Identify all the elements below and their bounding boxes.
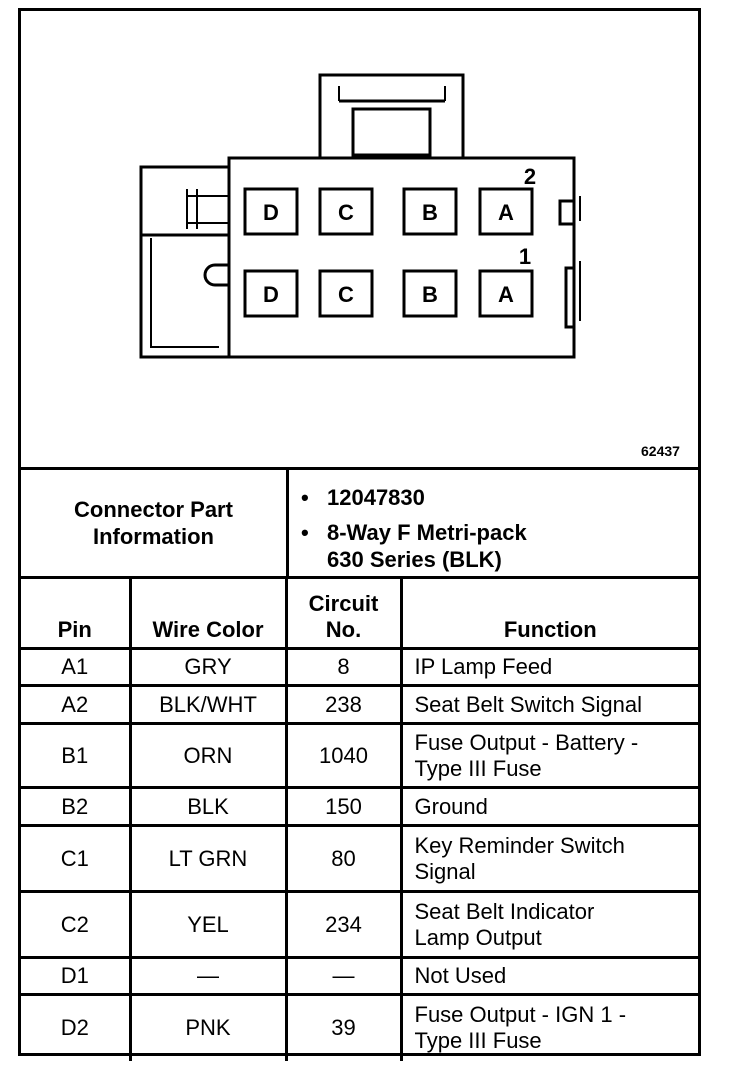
row-number-label: 1 — [519, 244, 531, 269]
connector-diagram: D C B A D C B A 2 1 62437 — [21, 11, 698, 467]
header-circuit-line: No. — [325, 617, 362, 642]
connector-description: 8-Way F Metri-pack — [301, 519, 698, 546]
connector-info-row: Connector Part Information 12047830 8-Wa… — [21, 467, 698, 579]
pin-cell: C2 — [21, 890, 132, 959]
circuit-cell: 80 — [284, 824, 403, 893]
function-line: Ground — [414, 793, 488, 819]
cavity-1c — [318, 269, 374, 318]
cavity-label: A — [498, 200, 514, 225]
wire-color-cell: BLK/WHT — [128, 684, 288, 725]
table-row: B1 ORN 1040 Fuse Output - Battery -Type … — [21, 722, 698, 789]
pin-cell: A1 — [21, 647, 132, 687]
connector-info-label-line: Information — [92, 524, 214, 549]
table-row: B2 BLK 150 Ground — [21, 786, 698, 827]
function-cell: IP Lamp Feed — [399, 647, 698, 687]
circuit-cell: 1040 — [284, 722, 403, 789]
connector-description-cont: 630 Series (BLK) — [327, 547, 502, 572]
header-pin: Pin — [21, 577, 132, 650]
pin-cell: C1 — [21, 824, 132, 893]
wire-color-cell: BLK — [128, 786, 288, 827]
function-line: Type III Fuse — [414, 1028, 542, 1054]
function-line: Lamp Output — [414, 924, 542, 950]
function-line: Fuse Output - IGN 1 - — [414, 1002, 627, 1028]
circuit-cell: 150 — [284, 786, 403, 827]
function-cell: Not Used — [399, 956, 698, 996]
pin-cell: D1 — [21, 956, 132, 996]
function-line: Key Reminder Switch — [414, 832, 625, 858]
function-cell: Fuse Output - Battery -Type III Fuse — [399, 722, 698, 789]
wire-color-cell: YEL — [128, 890, 288, 959]
cavity-label: A — [498, 282, 514, 307]
cavity-label: C — [338, 200, 354, 225]
cavity-2d — [243, 187, 299, 236]
connector-info-details: 12047830 8-Way F Metri-pack 630 Series (… — [289, 470, 698, 576]
function-line: Type III Fuse — [414, 755, 542, 781]
header-function: Function — [399, 577, 698, 650]
cavity-1b — [402, 269, 458, 318]
cavity-1d — [243, 269, 299, 318]
table-row: A2 BLK/WHT 238 Seat Belt Switch Signal — [21, 684, 698, 725]
pin-cell: B1 — [21, 722, 132, 789]
connector-info-label-line: Connector Part — [74, 497, 233, 522]
part-number: 12047830 — [301, 484, 698, 511]
circuit-cell: — — [284, 956, 403, 996]
circuit-cell: 8 — [284, 647, 403, 687]
wire-color-cell: — — [128, 956, 288, 996]
function-line: Seat Belt Indicator — [414, 898, 595, 924]
table-header-row: Pin Wire Color Circuit No. Function — [21, 577, 698, 650]
connector-info-label: Connector Part Information — [21, 470, 289, 576]
circuit-cell: 238 — [284, 684, 403, 725]
function-line: Signal — [414, 858, 476, 884]
cavity-label: B — [422, 282, 438, 307]
header-wire-color: Wire Color — [128, 577, 288, 650]
cavity-1a — [478, 269, 534, 318]
wire-color-cell: ORN — [128, 722, 288, 789]
header-circuit: Circuit No. — [284, 577, 403, 650]
wire-color-cell: PNK — [128, 993, 288, 1061]
cavity-label: D — [263, 200, 279, 225]
wire-color-cell: GRY — [128, 647, 288, 687]
function-line: Not Used — [414, 963, 507, 988]
row-number-label: 2 — [524, 164, 536, 189]
connector-drawing: D C B A D C B A 2 1 — [139, 73, 581, 359]
function-cell: Fuse Output - IGN 1 -Type III Fuse — [399, 993, 698, 1061]
table-row: D2 PNK 39 Fuse Output - IGN 1 -Type III … — [21, 993, 698, 1061]
function-cell: Seat Belt Switch Signal — [399, 684, 698, 725]
cavity-2a — [478, 187, 534, 236]
circuit-cell: 234 — [284, 890, 403, 959]
figure-number: 62437 — [641, 443, 680, 459]
connector-sheet: D C B A D C B A 2 1 62437 Connector Part… — [18, 8, 701, 1061]
circuit-cell: 39 — [284, 993, 403, 1061]
table-row: A1 GRY 8 IP Lamp Feed — [21, 647, 698, 687]
cavity-2b — [402, 187, 458, 236]
pin-cell: B2 — [21, 786, 132, 827]
function-cell: Ground — [399, 786, 698, 827]
pin-cell: A2 — [21, 684, 132, 725]
table-row: D1 — — Not Used — [21, 956, 698, 996]
wire-color-cell: LT GRN — [128, 824, 288, 893]
function-line: Fuse Output - Battery - — [414, 729, 639, 755]
cavity-2c — [318, 187, 374, 236]
function-line: Seat Belt Switch Signal — [414, 691, 642, 717]
header-circuit-line: Circuit — [308, 591, 379, 616]
function-line: IP Lamp Feed — [414, 654, 553, 679]
cavity-label: C — [338, 282, 354, 307]
pinout-table: Pin Wire Color Circuit No. Function A1 G… — [21, 577, 698, 1061]
cavity-label: B — [422, 200, 438, 225]
pin-cell: D2 — [21, 993, 132, 1061]
cavity-label: D — [263, 282, 279, 307]
